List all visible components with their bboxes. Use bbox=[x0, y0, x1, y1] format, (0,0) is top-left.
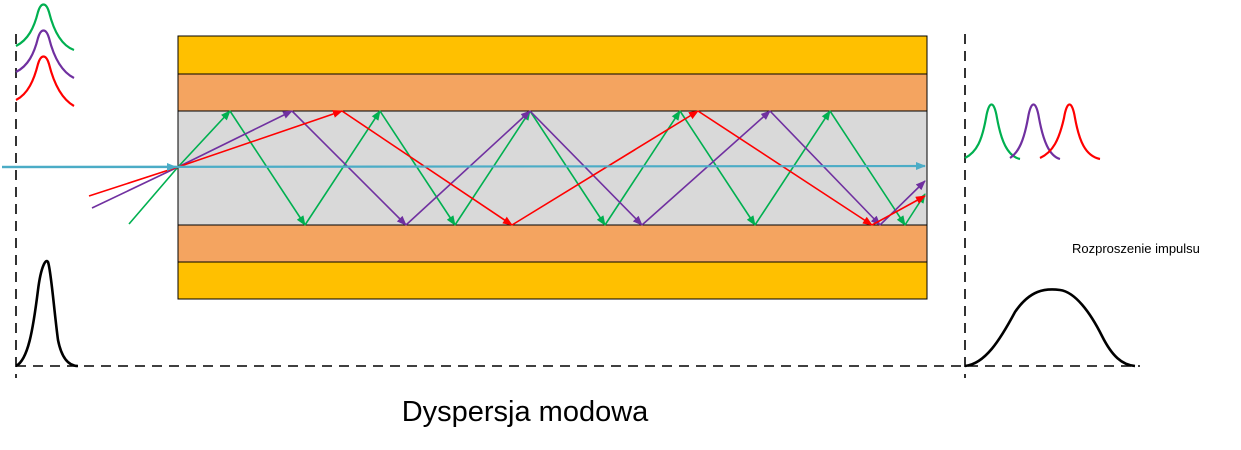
output-pulse-purple bbox=[1009, 103, 1061, 161]
output-pulse-red bbox=[1039, 103, 1101, 161]
cladding-bottom-layer bbox=[177, 224, 928, 263]
input-ray-green bbox=[128, 166, 179, 225]
jacket-bottom-layer bbox=[177, 261, 928, 300]
output-pulse-broad bbox=[964, 288, 1136, 368]
fiber-core bbox=[177, 110, 928, 226]
pulse-spreading-label: Rozproszenie impulsu bbox=[1072, 241, 1200, 256]
red-mode-path bbox=[177, 110, 926, 226]
input-pulse-red bbox=[15, 55, 75, 107]
diagram-title: Dyspersja modowa bbox=[401, 396, 649, 428]
jacket-top-layer bbox=[177, 35, 928, 75]
input-pulse-purple bbox=[15, 29, 75, 79]
cladding-top-layer bbox=[177, 73, 928, 112]
input-ray-red bbox=[88, 166, 179, 197]
input-ray-purple bbox=[91, 166, 179, 209]
input-pulse-narrow bbox=[15, 259, 79, 368]
purple-mode-path bbox=[177, 110, 926, 226]
output-pulse-green bbox=[964, 103, 1021, 161]
input-pulse-green bbox=[15, 3, 75, 52]
green-mode-path bbox=[177, 110, 926, 226]
